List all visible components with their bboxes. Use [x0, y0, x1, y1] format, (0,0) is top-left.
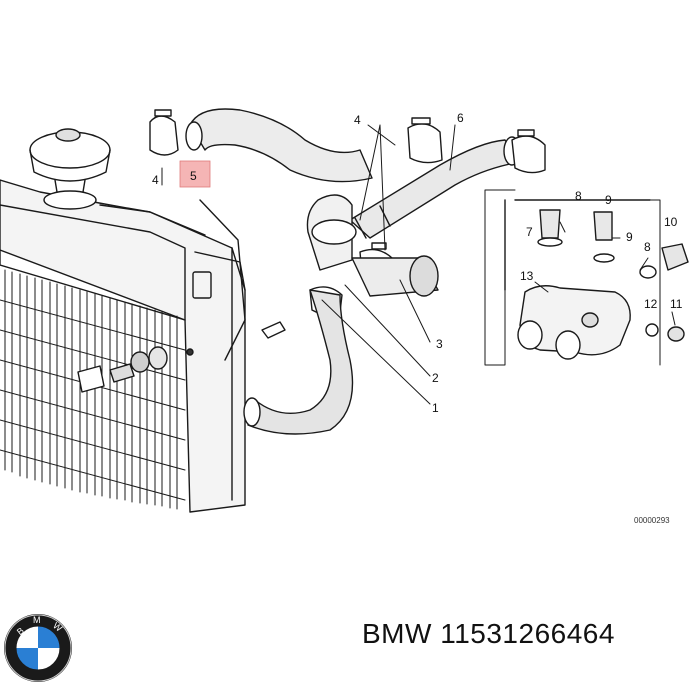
lower-hose	[243, 289, 354, 435]
callout-11: 11	[670, 297, 683, 311]
radiator-cap	[29, 128, 111, 210]
callout-4-top: 4	[354, 113, 361, 127]
callout-3: 3	[436, 337, 443, 351]
radiator	[0, 179, 286, 513]
svg-text:M: M	[33, 615, 41, 625]
top-hose	[185, 108, 373, 183]
callout-8-lower: 8	[575, 189, 582, 203]
leader-lines	[161, 124, 676, 405]
bmw-logo-icon: B M W	[4, 614, 72, 682]
callout-13: 13	[520, 269, 534, 283]
callout-6: 6	[457, 111, 464, 125]
callout-12: 12	[644, 297, 658, 311]
highlight-box	[179, 160, 211, 188]
callout-1: 1	[432, 401, 439, 415]
svg-text:B: B	[15, 625, 26, 637]
callout-10: 10	[664, 215, 678, 229]
brand-name: BMW	[362, 618, 432, 649]
callout-9-upper: 9	[626, 230, 633, 244]
callout-9-lower: 9	[605, 193, 612, 207]
callout-5: 5	[190, 169, 197, 183]
y-connector	[306, 194, 439, 297]
callout-2: 2	[432, 371, 439, 385]
thermostat-housing	[504, 199, 689, 360]
callout-8-upper: 8	[644, 240, 651, 254]
callout-7: 7	[526, 225, 533, 239]
part-number: 11531266464	[440, 618, 615, 649]
diagram-ref-code: 00000293	[634, 516, 670, 525]
callout-4-left: 4	[152, 173, 159, 187]
part-caption: BMW 11531266464	[362, 618, 615, 650]
